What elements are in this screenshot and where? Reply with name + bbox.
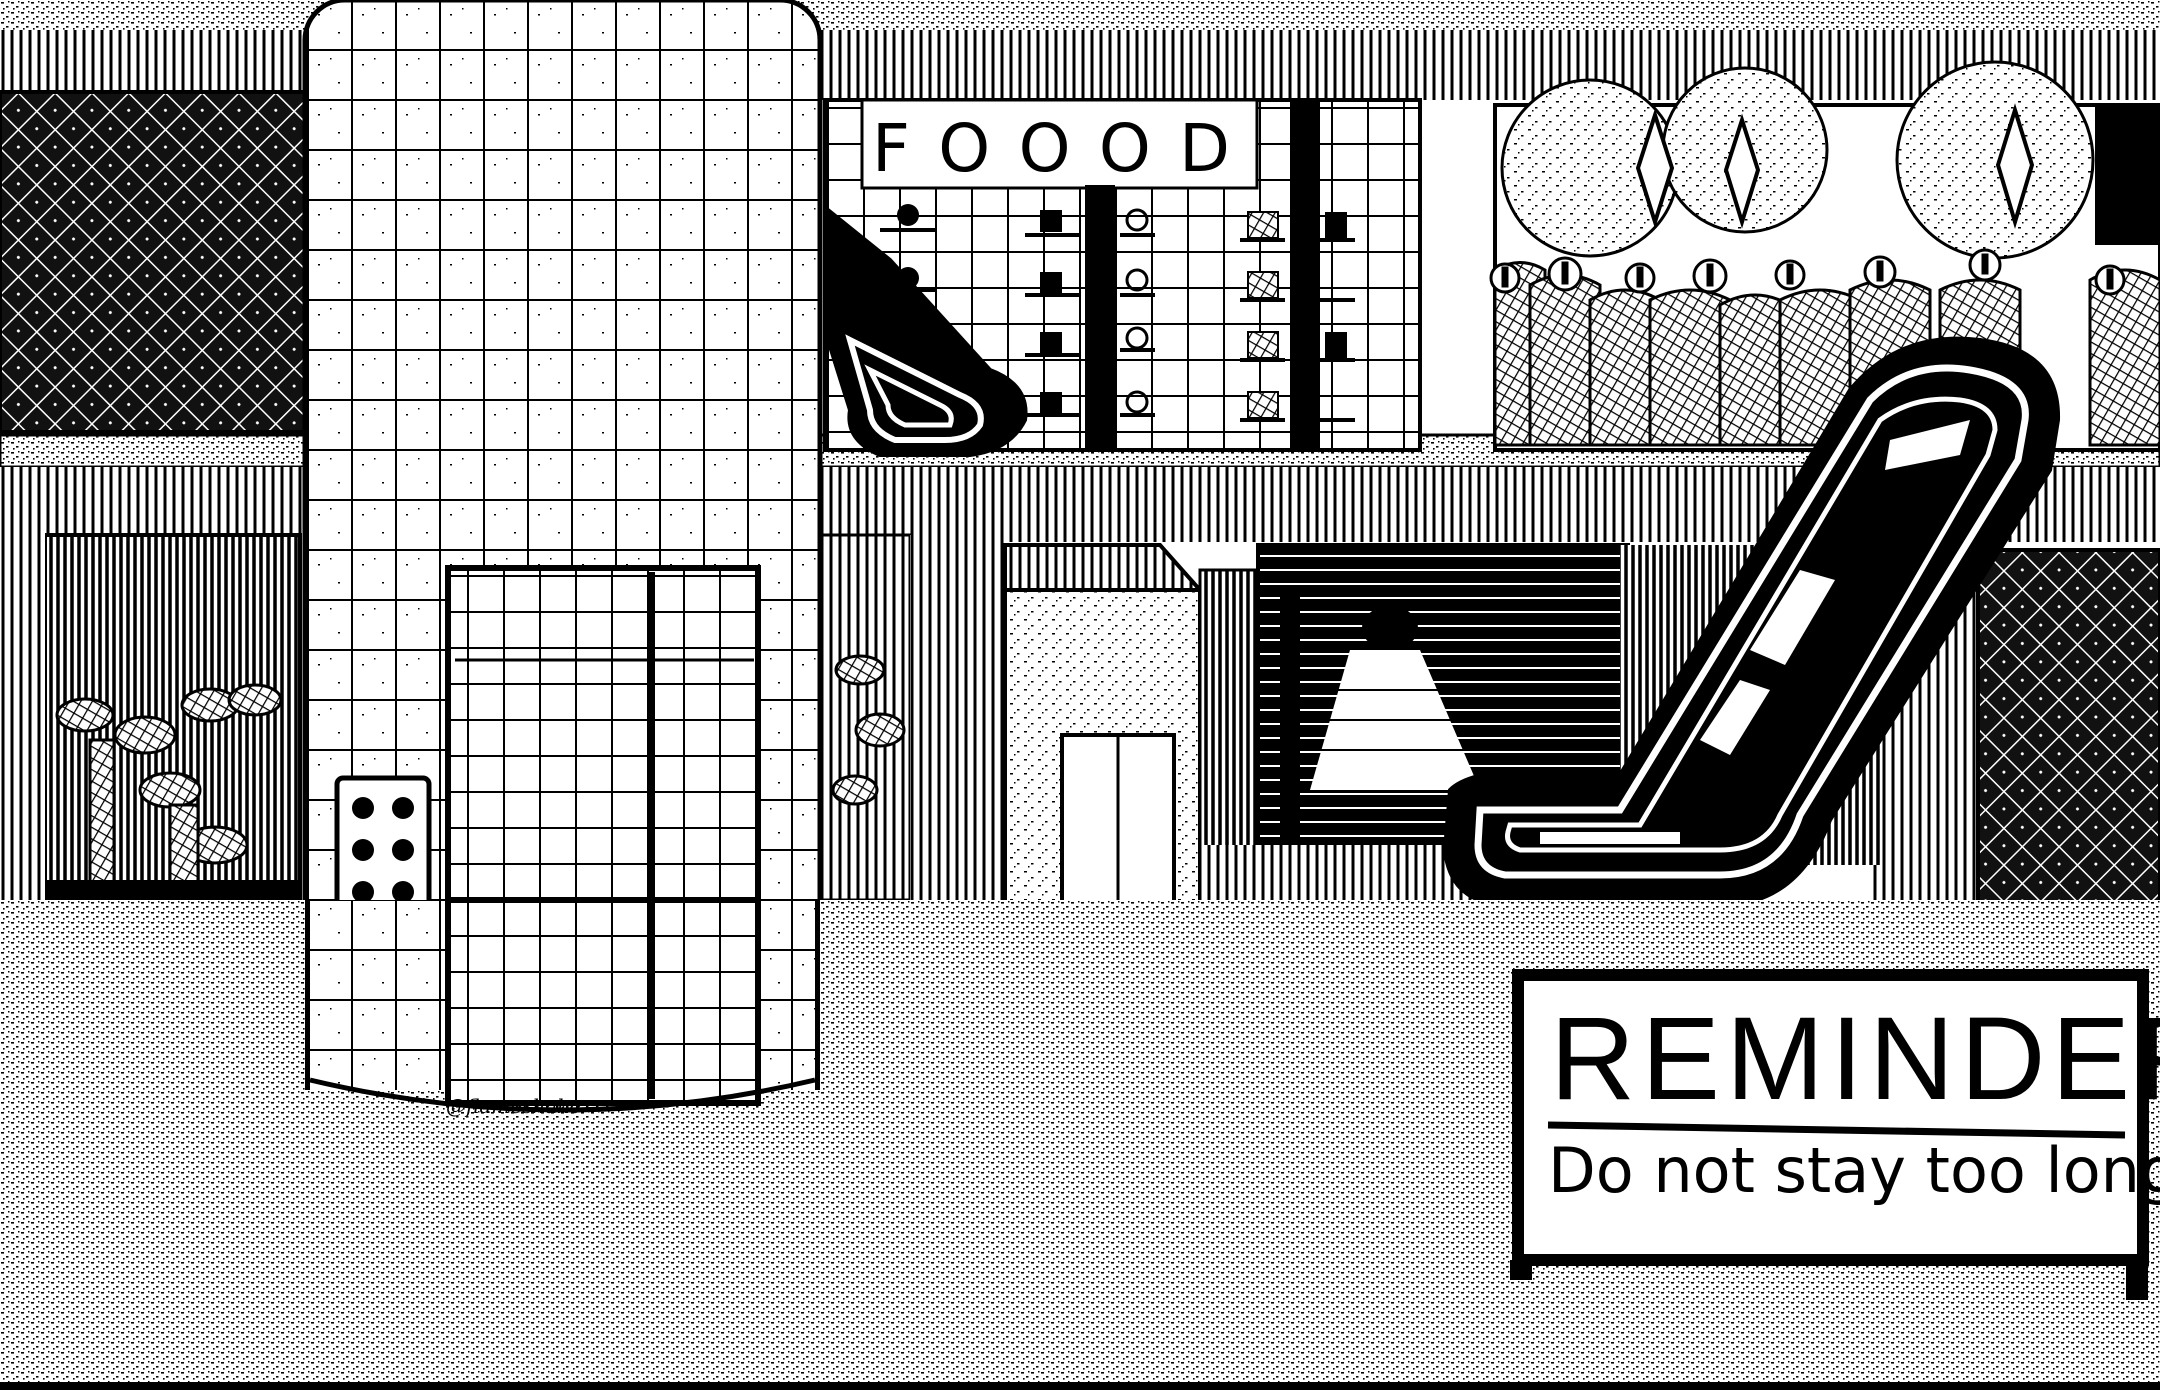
hanging-lamps xyxy=(1500,60,2095,260)
upper-escalator xyxy=(826,205,1028,457)
mid-shop-figures xyxy=(831,654,906,806)
food-court-divider xyxy=(1085,185,1115,450)
reminder-sign xyxy=(1512,969,2149,1266)
lower-mid-pillar xyxy=(910,535,1005,910)
dark-panel xyxy=(2095,105,2160,245)
bottom-border xyxy=(0,1382,2160,1390)
left-shop-floor-shadow xyxy=(45,880,300,900)
reminder-sign-left-leg xyxy=(1510,1260,1532,1280)
elevator-door-lower xyxy=(445,897,761,1106)
lamp-post xyxy=(1280,590,1300,880)
lower-left-wall xyxy=(0,470,45,900)
upper-left-window xyxy=(0,90,307,434)
shop-figures xyxy=(55,683,283,902)
reminder-sign-right-leg xyxy=(2126,1260,2148,1300)
food-sign-board xyxy=(860,98,1259,190)
food-court-divider xyxy=(1290,100,1320,450)
lamp-head xyxy=(1362,606,1418,650)
lower-right-window xyxy=(1976,548,2160,917)
reminder-underline xyxy=(1547,1121,2126,1139)
elevator-button-panel xyxy=(334,775,432,921)
elevator-buttons xyxy=(352,797,414,903)
food-shelves xyxy=(880,228,1355,422)
